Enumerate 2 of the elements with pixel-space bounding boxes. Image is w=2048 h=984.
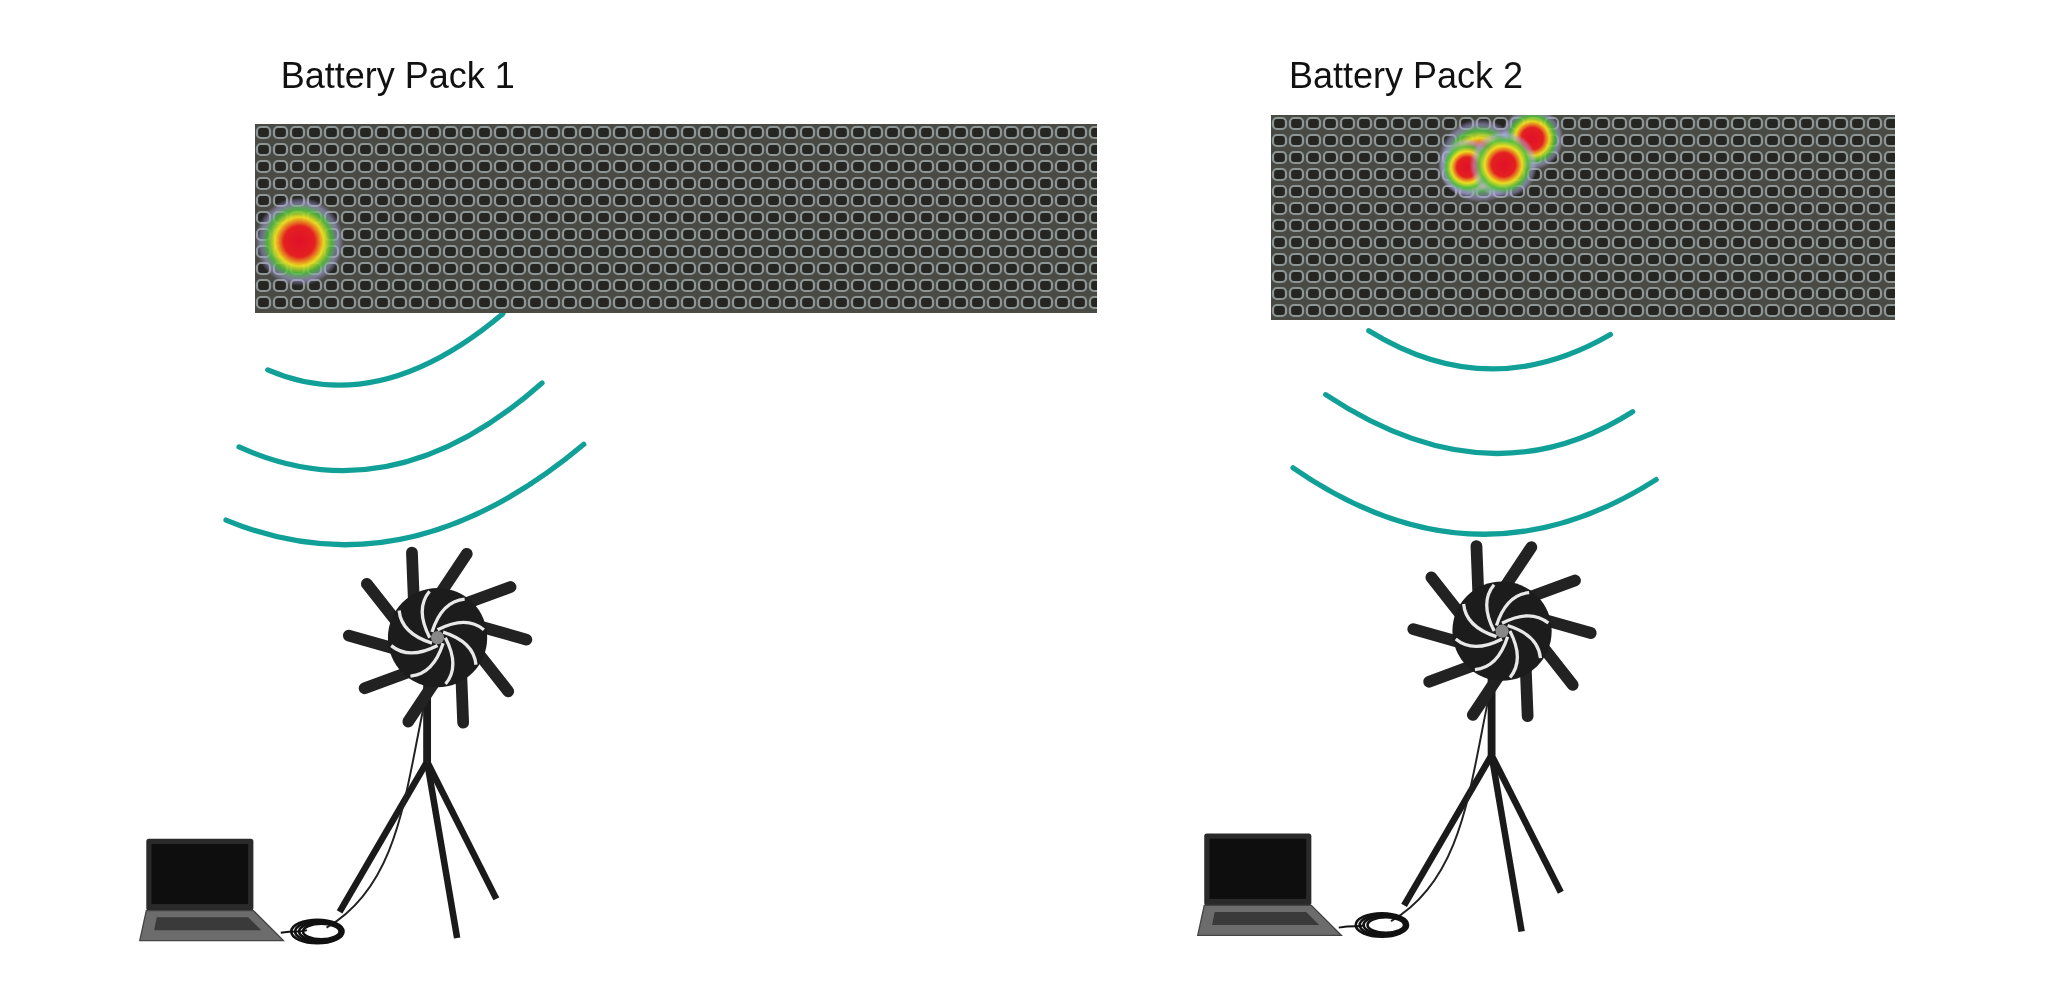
panel-heading: Battery Pack 1 [280,54,515,97]
panel-heading: Battery Pack 2 [1289,54,1524,97]
